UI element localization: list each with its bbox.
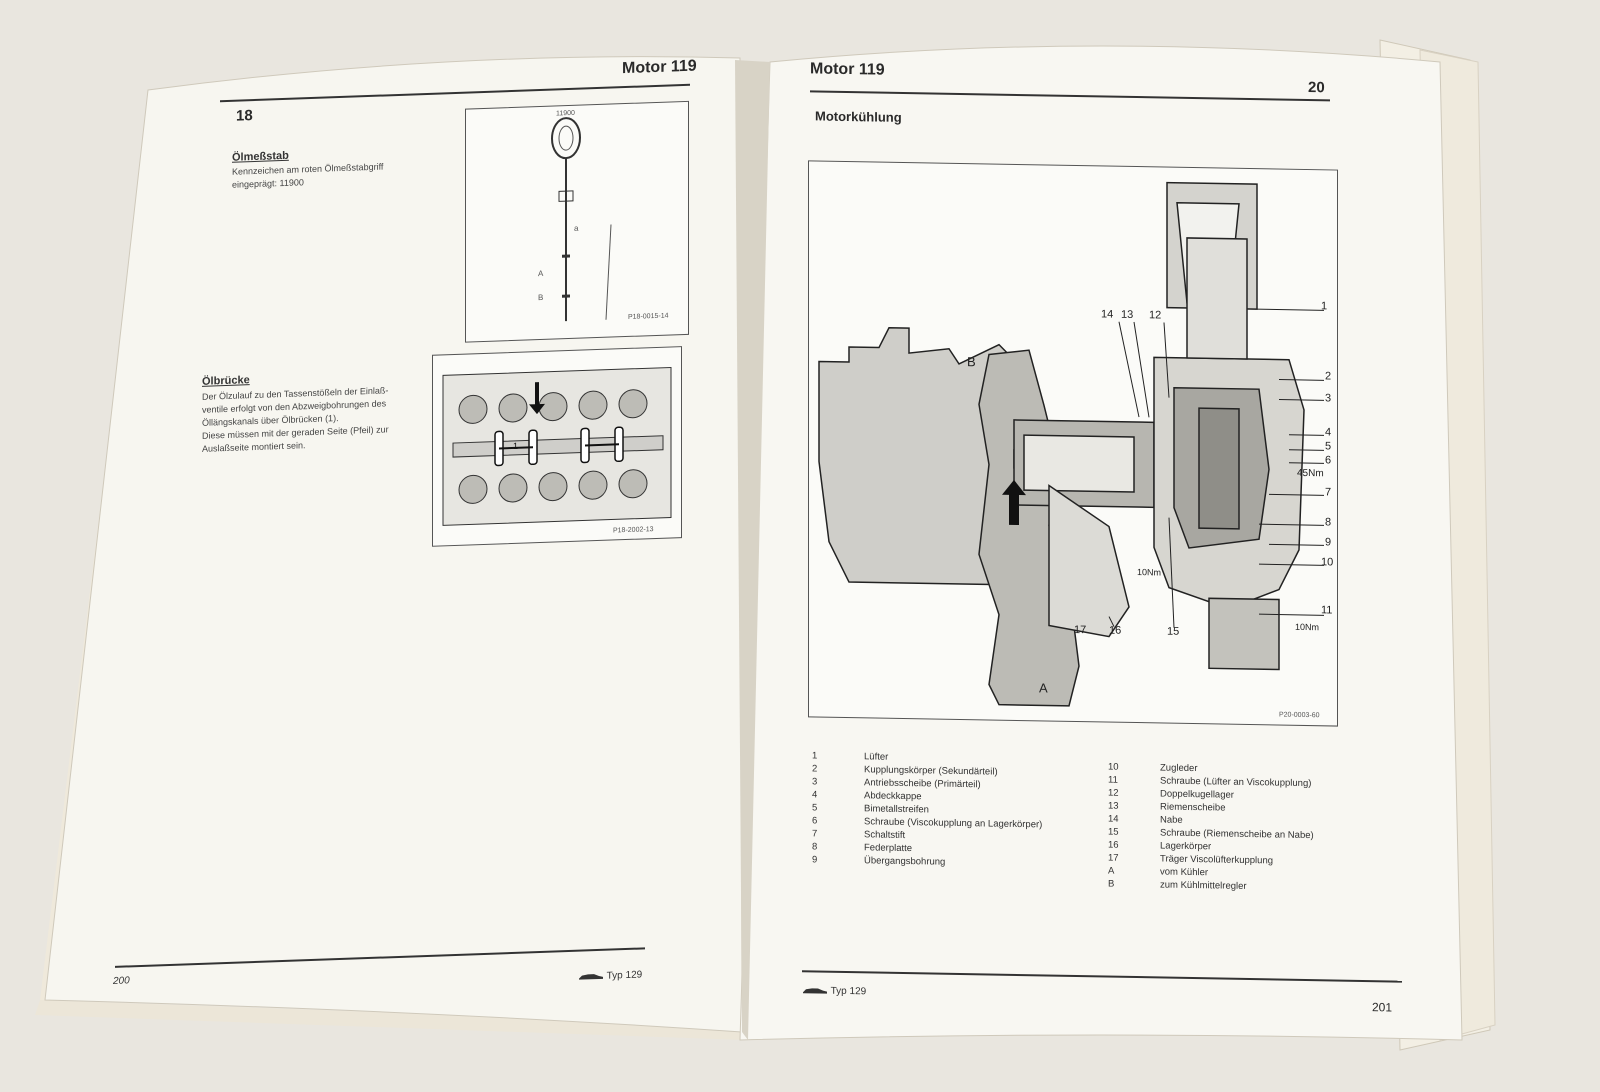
oil-dipstick-text-1: Kennzeichen am roten Ölmeßstabgriff xyxy=(232,161,384,177)
oil-bridge-figure: 1 P18-2002-13 xyxy=(432,346,682,547)
callout-2: 2 xyxy=(1325,370,1332,383)
torque-10nm-right: 10Nm xyxy=(1295,621,1320,633)
callout-a: A xyxy=(1039,680,1048,696)
callout-5: 5 xyxy=(1325,440,1332,453)
left-footer-rule xyxy=(115,947,645,968)
dipstick-label-a-small: a xyxy=(574,223,579,233)
cooling-figure: 1 2 3 4 5 6 45Nm 7 8 9 10 11 10Nm 10Nm 1… xyxy=(808,160,1338,727)
left-section-number: 18 xyxy=(236,107,253,125)
callout-7: 7 xyxy=(1325,486,1332,499)
left-header-title: Motor 119 xyxy=(622,57,697,78)
car-icon xyxy=(803,988,827,995)
car-icon xyxy=(579,974,603,981)
callout-16: 16 xyxy=(1109,624,1122,637)
callout-15: 15 xyxy=(1167,625,1180,638)
oil-bridge-figure-code: P18-2002-13 xyxy=(613,526,654,535)
right-footer-type: Typ 129 xyxy=(802,985,866,997)
callout-6: 6 xyxy=(1325,454,1332,467)
right-header-rule xyxy=(810,90,1330,102)
dipstick-label-b: B xyxy=(538,292,544,303)
callout-b: B xyxy=(967,354,976,370)
callout-14: 14 xyxy=(1101,308,1114,321)
right-header-title: Motor 119 xyxy=(810,60,885,79)
oil-dipstick-title: Ölmeßstab xyxy=(232,149,289,164)
left-footer-type-label: Typ 129 xyxy=(606,969,643,982)
oil-bridge-title: Ölbrücke xyxy=(202,374,250,388)
callout-1: 1 xyxy=(1321,300,1328,313)
callout-8: 8 xyxy=(1325,516,1332,529)
callout-10: 10 xyxy=(1321,556,1334,569)
right-page-number: 201 xyxy=(1372,1000,1393,1015)
callout-3: 3 xyxy=(1325,392,1332,405)
oil-dipstick-text-2: eingeprägt: 11900 xyxy=(232,177,304,190)
dipstick-handle-mark: 11900 xyxy=(556,109,575,118)
dipstick-figure-code: P18-0015-14 xyxy=(628,312,669,321)
right-section-number: 20 xyxy=(1308,79,1325,97)
torque-45nm: 45Nm xyxy=(1297,467,1324,480)
right-footer-rule xyxy=(802,970,1402,983)
left-page: Motor 119 18 Ölmeßstab Kennzeichen am ro… xyxy=(113,58,780,1055)
torque-10nm-mid: 10Nm xyxy=(1137,567,1162,578)
left-footer-type: Typ 129 xyxy=(578,969,642,982)
oil-bridge-text-5: Auslaßseite montiert sein. xyxy=(202,440,306,454)
callout-9: 9 xyxy=(1325,536,1332,549)
water-pump-drawing xyxy=(818,181,1324,707)
right-footer-type-label: Typ 129 xyxy=(830,985,867,998)
left-page-number: 200 xyxy=(113,975,130,987)
callout-11: 11 xyxy=(1321,604,1333,617)
callout-17: 17 xyxy=(1074,623,1087,637)
oil-bridge-callout: 1 xyxy=(513,440,519,451)
dipstick-label-a: A xyxy=(538,268,544,279)
callout-13: 13 xyxy=(1121,308,1134,321)
oil-dipstick-figure: 11900 A B a P18-0015-14 xyxy=(465,100,689,343)
callout-12: 12 xyxy=(1149,309,1162,322)
dipstick-drawing xyxy=(551,117,612,322)
cylinder-head-drawing xyxy=(442,366,672,526)
cooling-figure-code: P20-0003-60 xyxy=(1279,711,1320,720)
callout-4: 4 xyxy=(1325,426,1332,439)
right-page: Motor 119 20 Motorkühlung xyxy=(790,60,1470,1062)
cooling-subtitle: Motorkühlung xyxy=(815,108,902,125)
